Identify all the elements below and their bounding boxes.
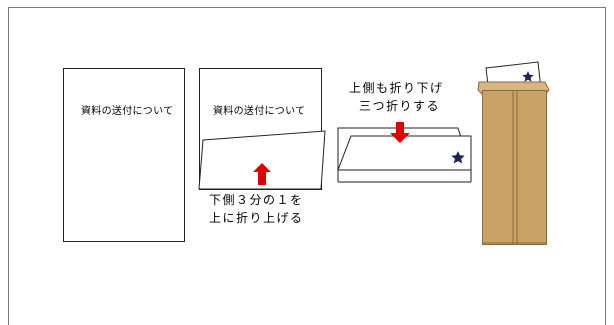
sheet-flat xyxy=(63,68,185,242)
tri-fold-flap xyxy=(337,135,472,171)
sheet-title-1: 資料の送付について xyxy=(81,106,174,117)
star-icon xyxy=(522,71,534,82)
caption-fold-up-line-2: 上に折り上げる xyxy=(209,211,304,225)
folded-bottom-flap xyxy=(198,130,326,190)
sheet-title-2: 資料の送付について xyxy=(213,106,306,117)
star-icon xyxy=(451,151,465,164)
arrow-down-icon xyxy=(390,122,410,143)
caption-fold-down: 上側も折り下げ 三つ折りする xyxy=(349,79,444,115)
caption-fold-down-line-2: 三つ折りする xyxy=(359,99,441,113)
arrow-up-icon xyxy=(253,163,271,185)
caption-fold-up-line-1: 下側３分の１を xyxy=(209,193,304,207)
caption-fold-down-line-1: 上側も折り下げ xyxy=(349,81,444,95)
envelope-icon xyxy=(477,61,550,245)
caption-fold-up: 下側３分の１を 上に折り上げる xyxy=(209,191,304,227)
diagram-frame xyxy=(8,7,606,325)
